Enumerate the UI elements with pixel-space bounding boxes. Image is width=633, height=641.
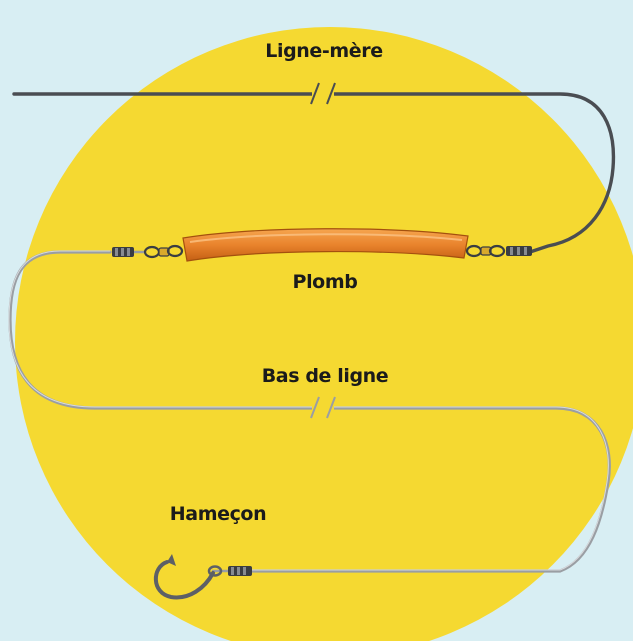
- left-crimp-sleeve: [112, 247, 134, 257]
- yellow-circle-backdrop: [15, 27, 633, 641]
- hook-label: Hameçon: [170, 503, 266, 525]
- right-crimp-sleeve: [506, 246, 532, 256]
- main-line-break-mark: [311, 83, 335, 104]
- main-line-label: Ligne-mère: [265, 40, 382, 62]
- leader-label: Bas de ligne: [262, 365, 389, 387]
- sinker-label: Plomb: [293, 271, 358, 293]
- leader-line-break-mark: [311, 397, 335, 418]
